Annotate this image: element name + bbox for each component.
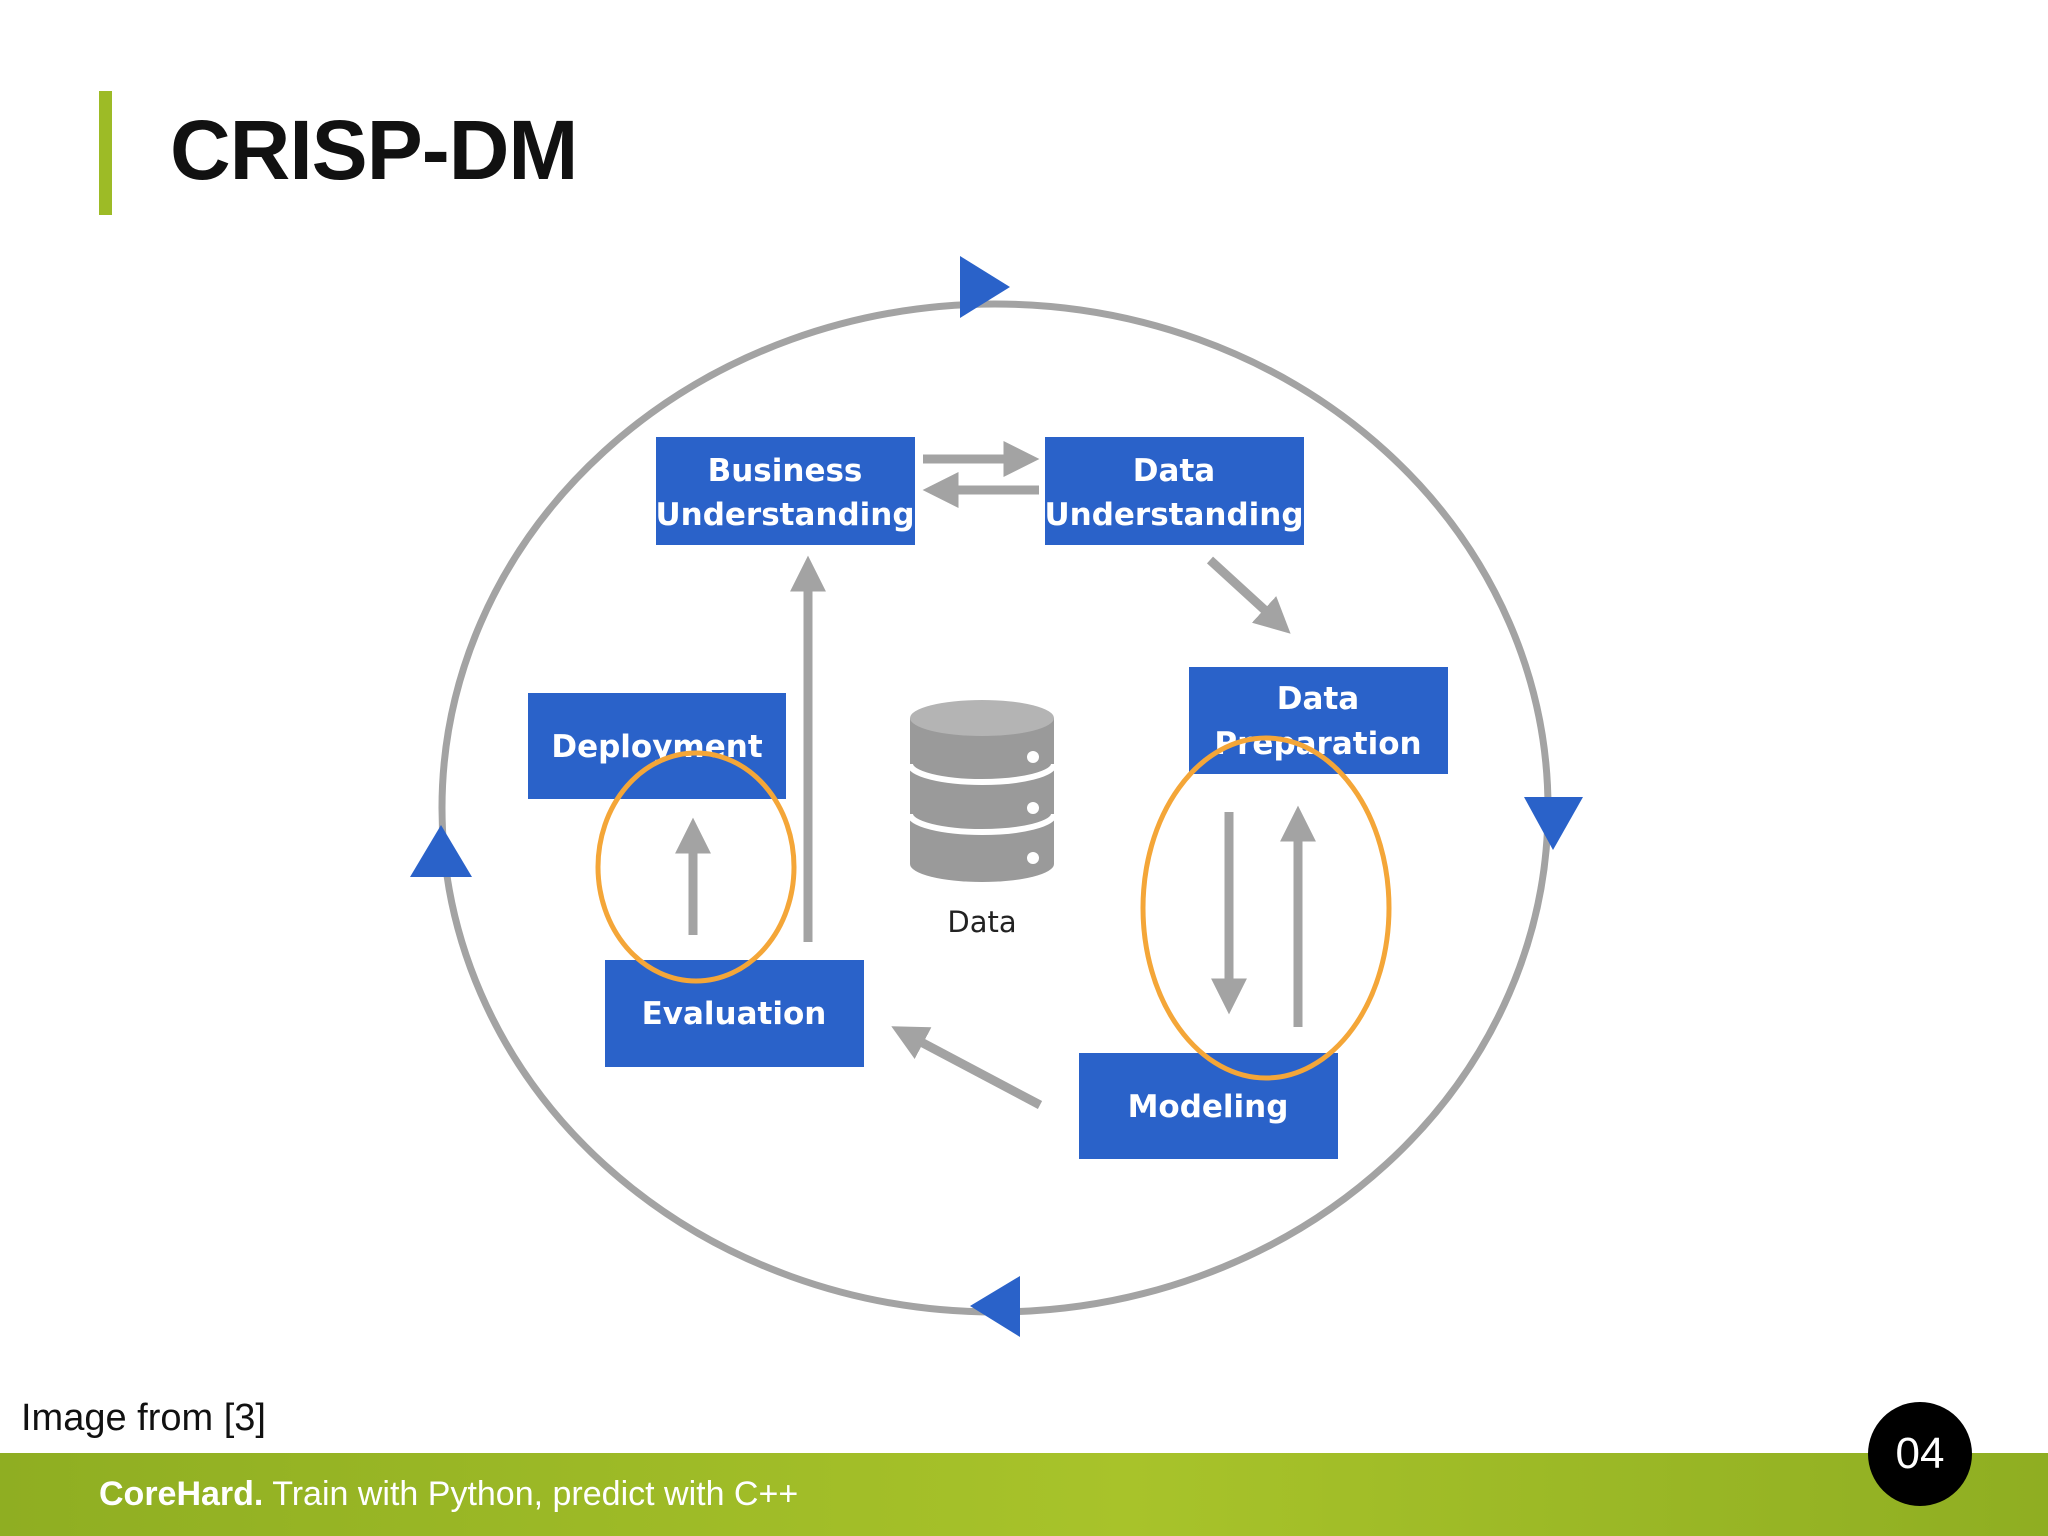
svg-text:Data: Data bbox=[1277, 681, 1359, 717]
node-data-understanding: Data Understanding bbox=[1044, 437, 1304, 545]
title-accent-bar bbox=[99, 91, 112, 215]
footer-brand: CoreHard. bbox=[99, 1475, 264, 1513]
cycle-arrow-right bbox=[1524, 797, 1583, 850]
highlight-ellipse-preparation-modeling-loop bbox=[1140, 735, 1392, 1081]
node-data-preparation: Data Preparation bbox=[1189, 667, 1448, 774]
arrow-modeling-to-evaluation bbox=[891, 1026, 1043, 1109]
svg-text:Evaluation: Evaluation bbox=[642, 996, 827, 1032]
svg-text:Modeling: Modeling bbox=[1128, 1089, 1289, 1125]
cycle-arrow-left bbox=[410, 825, 472, 877]
footer-text: CoreHard. Train with Python, predict wit… bbox=[99, 1475, 798, 1514]
svg-text:Understanding: Understanding bbox=[1044, 497, 1303, 533]
arrow-data-understanding-to-preparation bbox=[1206, 556, 1291, 634]
svg-text:Data: Data bbox=[1133, 453, 1215, 489]
cycle-arrow-top bbox=[960, 256, 1010, 318]
svg-text:Understanding: Understanding bbox=[655, 497, 914, 533]
image-source-caption: Image from [3] bbox=[21, 1397, 266, 1439]
node-evaluation: Evaluation bbox=[605, 960, 864, 1067]
footer-tagline: Train with Python, predict with C++ bbox=[272, 1475, 799, 1513]
page-number-badge: 04 bbox=[1868, 1402, 1972, 1506]
cycle-arrow-bottom bbox=[970, 1276, 1020, 1337]
svg-text:Business: Business bbox=[708, 453, 863, 489]
slide-title: CRISP-DM bbox=[170, 103, 578, 197]
database-icon bbox=[907, 700, 1057, 882]
footer-bar: CoreHard. Train with Python, predict wit… bbox=[0, 1453, 2048, 1536]
node-modeling: Modeling bbox=[1079, 1053, 1338, 1159]
node-business-understanding: Business Understanding bbox=[655, 437, 915, 545]
center-data-label: Data bbox=[947, 905, 1016, 939]
node-deployment: Deployment bbox=[528, 693, 786, 799]
highlight-ellipse-deployment-loop bbox=[595, 750, 797, 984]
